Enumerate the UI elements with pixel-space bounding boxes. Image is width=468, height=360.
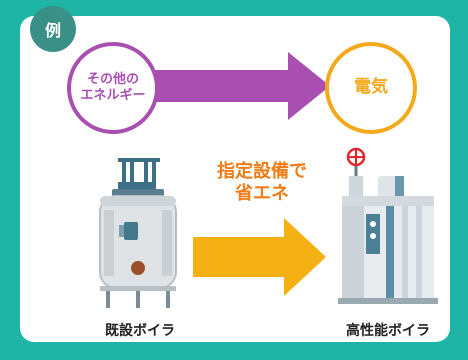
existing-boiler-caption: 既設ボイラ [105, 323, 175, 339]
other-energy-circle: その他の エネルギー [67, 42, 159, 134]
designated-equipment-label: 指定設備で 省エネ [202, 161, 322, 204]
other-energy-line1: その他の [86, 71, 139, 87]
high-performance-boiler-caption: 高性能ボイラ [346, 323, 430, 339]
valve-icon [346, 147, 366, 167]
electricity-label: 電気 [354, 77, 388, 98]
example-badge: 例 [30, 6, 76, 52]
other-energy-line2: エネルギー [80, 88, 146, 103]
electricity-circle: 電気 [325, 42, 417, 134]
example-badge-label: 例 [44, 21, 61, 40]
designated-equipment-line1: 指定設備で [217, 161, 307, 182]
designated-equipment-line2: 省エネ [235, 182, 289, 204]
